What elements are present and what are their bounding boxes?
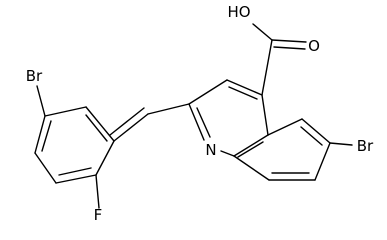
bond-n-c2 xyxy=(188,103,205,141)
bond-p2-p3 xyxy=(55,174,97,184)
bond-p6-p1-double xyxy=(85,114,108,142)
bond-p3-p4 xyxy=(34,152,57,184)
bond-p2-f xyxy=(95,174,100,209)
atom-label-br-phenyl: Br xyxy=(26,67,43,85)
bond-p6-p1 xyxy=(85,106,115,142)
bond-c-o-double xyxy=(273,46,306,50)
bond-c4-c4a xyxy=(261,94,269,136)
bond-c6-c7 xyxy=(314,142,331,181)
bond-c2-c3 xyxy=(188,79,228,105)
bond-c6-br xyxy=(329,142,353,146)
structure-drawing: HO O N Br Br F xyxy=(26,3,374,224)
bond-ca-cb-double xyxy=(109,107,145,136)
atom-label-oh: HO xyxy=(227,3,250,21)
bond-c-oh xyxy=(252,23,273,41)
bond-c3-c4-double xyxy=(228,86,258,100)
bond-n-c2-double xyxy=(196,107,211,138)
bond-ca-cb xyxy=(113,113,149,142)
atom-label-f: F xyxy=(94,206,103,224)
carboxyl-group xyxy=(252,23,307,96)
benzo-ring xyxy=(233,118,353,181)
atom-label-n: N xyxy=(205,141,216,159)
atom-label-br-quinoline: Br xyxy=(357,137,374,155)
pyridine-ring xyxy=(188,79,269,157)
bond-c8a-n xyxy=(220,150,235,157)
bond-c5-c6 xyxy=(301,118,331,144)
bond-p5-br xyxy=(36,85,46,117)
bond-p1-p2 xyxy=(95,140,115,176)
atom-label-o: O xyxy=(308,37,320,55)
bond-c2-ca xyxy=(147,103,190,115)
bond-p5-p6 xyxy=(44,106,87,117)
bond-p4-p5-double xyxy=(41,120,52,152)
bond-c-o xyxy=(271,39,307,43)
bond-c4-ccooh xyxy=(261,39,273,96)
bond-c3-c4 xyxy=(226,79,263,96)
bond-p2-p3-double xyxy=(58,167,92,176)
bond-c5-c6-double xyxy=(300,126,323,146)
structure-canvas: HO O N Br Br F xyxy=(25,3,375,224)
phenyl-ring xyxy=(34,85,115,209)
bond-p4-p5 xyxy=(34,115,46,154)
bond-c4a-c8a-double xyxy=(237,141,264,158)
bond-c8-c8a xyxy=(233,155,270,181)
bond-c4a-c8a xyxy=(233,134,269,157)
bond-c4a-c5 xyxy=(267,118,303,136)
vinyl-linker xyxy=(109,103,190,142)
